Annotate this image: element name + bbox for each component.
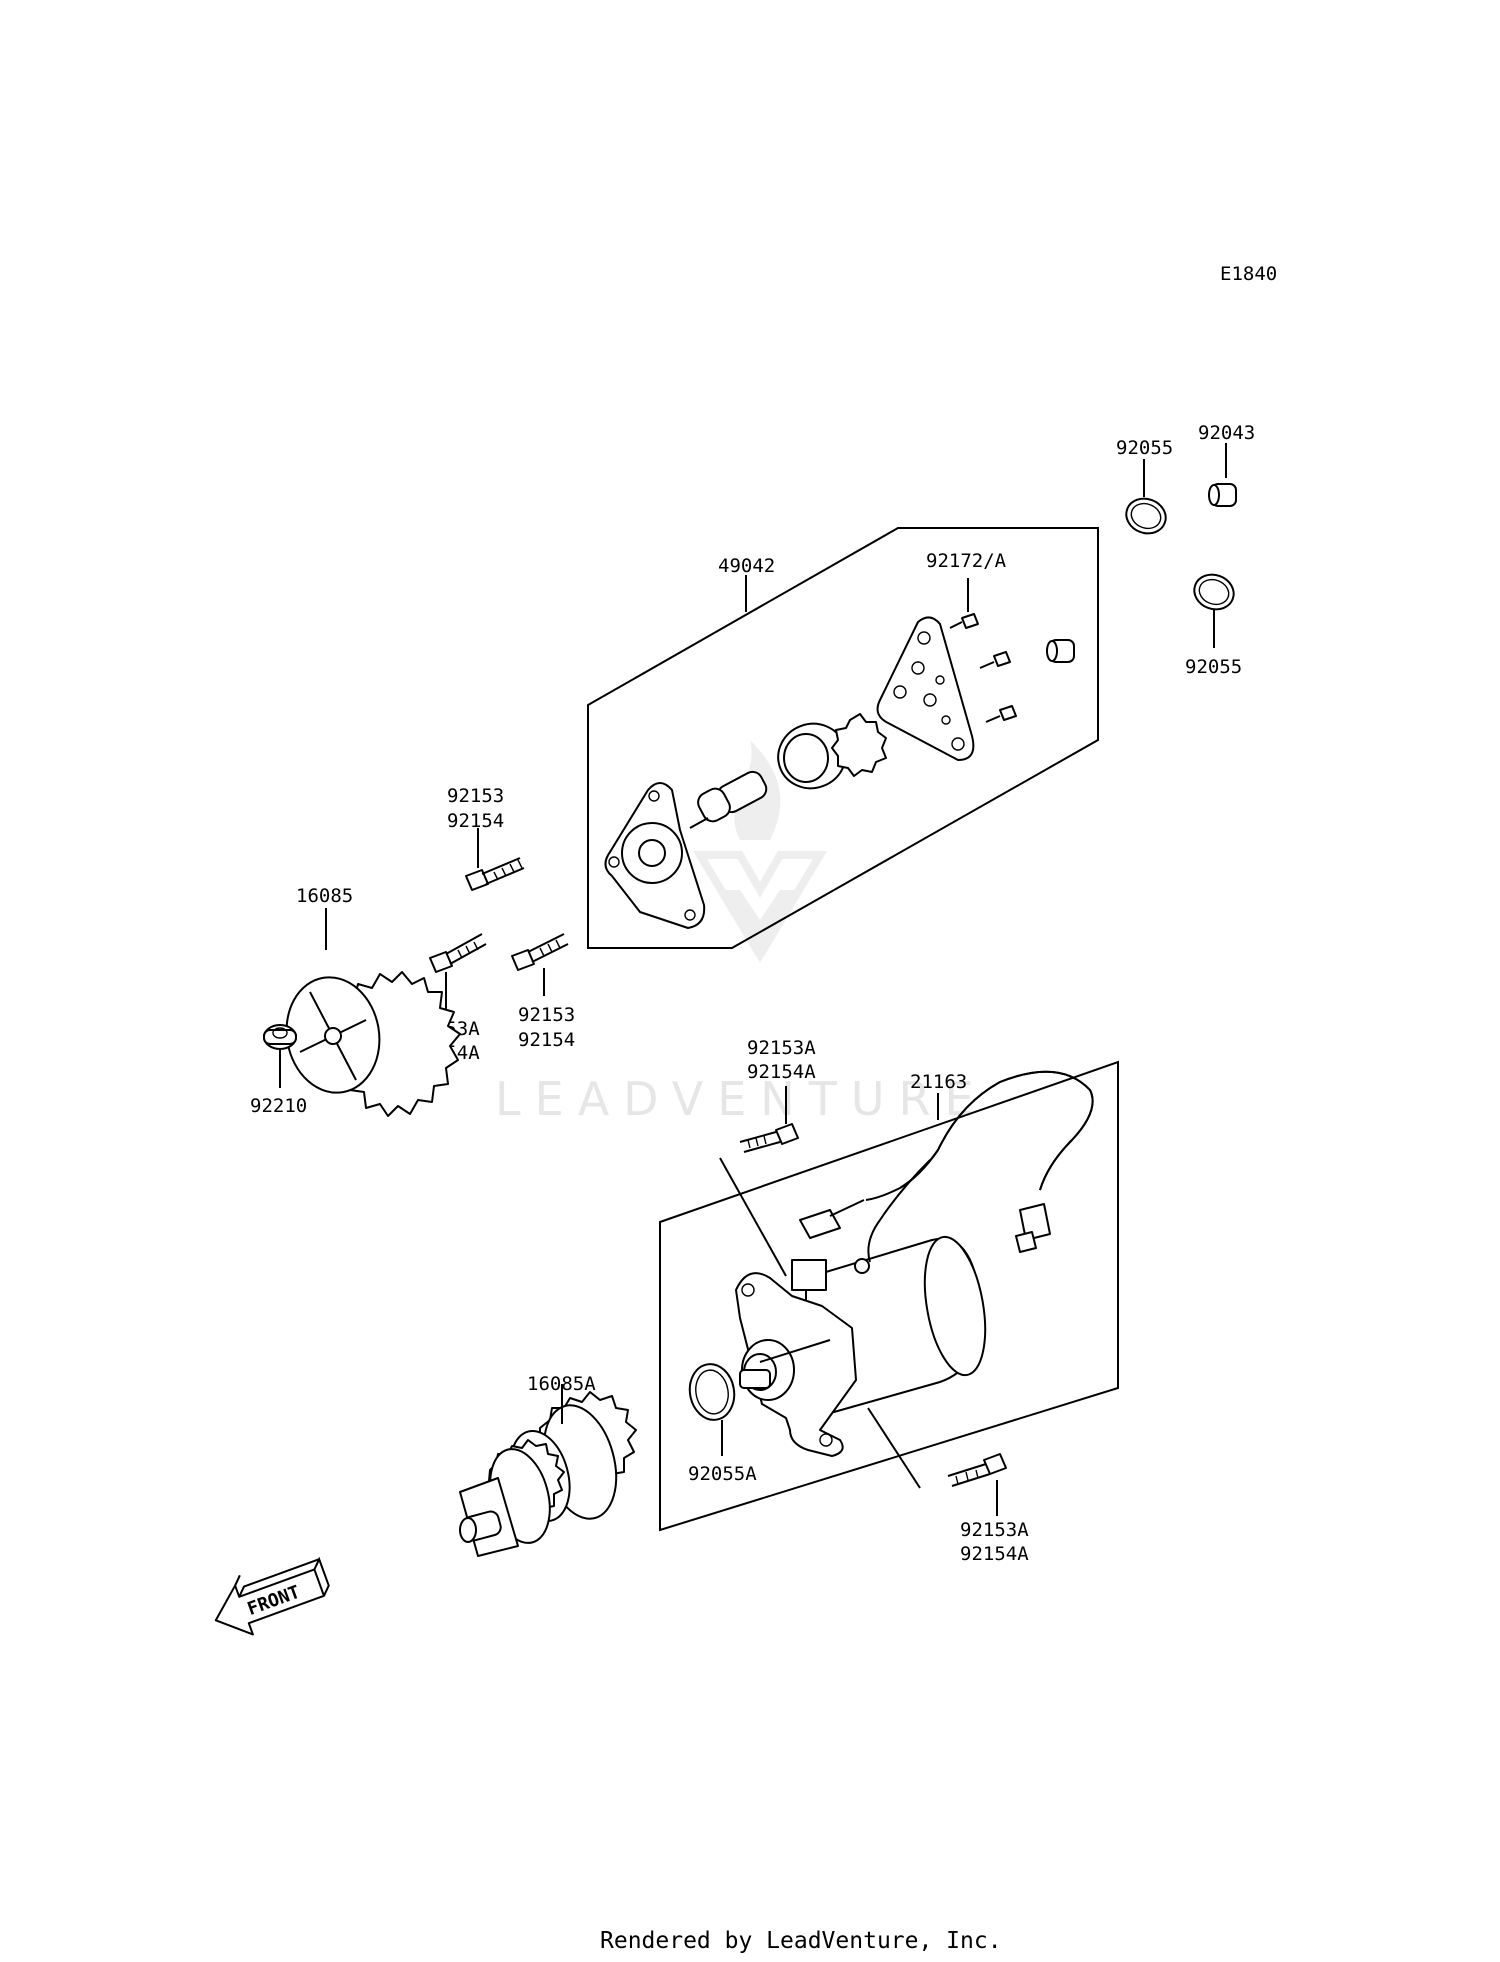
bolt-92153a-top (719, 1086, 799, 1277)
group-21163 (659, 1060, 1119, 1532)
clutch-screw-3 (985, 705, 1017, 723)
label-92154-lower: 92154 (518, 1029, 575, 1051)
bolt-92153a-left (429, 933, 487, 1010)
group-49042-box (587, 527, 1099, 949)
label-21163: 21163 (910, 1071, 967, 1093)
starter-harness (799, 1070, 1094, 1274)
clutch-screw-1 (949, 613, 979, 629)
diagram-code: E1840 (1220, 263, 1277, 285)
label-92153-lower: 92153 (518, 1004, 575, 1026)
footer-text: Rendered by LeadVenture, Inc. (600, 1928, 1002, 1954)
group-21163-box (659, 1060, 1119, 1532)
label-16085: 16085 (296, 885, 353, 907)
label-92154a-top: 92154A (747, 1061, 816, 1083)
gear-16085a (459, 1384, 637, 1557)
cap-92043 (1208, 443, 1237, 507)
label-92210: 92210 (250, 1095, 307, 1117)
label-49042: 49042 (718, 555, 775, 577)
group-49042 (587, 527, 1099, 949)
oring-92055-top (1125, 459, 1167, 535)
label-92055-mid: 92055 (1185, 656, 1242, 678)
clutch-roller-ring (777, 722, 847, 790)
nut-92210 (263, 1024, 297, 1088)
label-92154-upper: 92154 (447, 810, 504, 832)
clutch-shaft (689, 770, 768, 829)
label-92153a-bottom: 92153A (960, 1519, 1029, 1541)
label-92172-a: 92172/A (926, 550, 1007, 572)
oring-92055-mid (1193, 573, 1235, 648)
sprocket-16085 (285, 908, 461, 1117)
bolt-92153a-bottom (867, 1407, 1007, 1516)
bolt-92153-lower (511, 933, 569, 996)
label-92153a-top: 92153A (747, 1037, 816, 1059)
oring-92055a (688, 1363, 736, 1456)
label-92055a: 92055A (688, 1463, 757, 1485)
clutch-pin (1046, 639, 1075, 663)
clutch-screw-2 (979, 651, 1011, 669)
starter-motor (735, 1235, 987, 1457)
watermark-text: LEADVENTURE (495, 1072, 988, 1126)
label-16085a: 16085A (527, 1373, 596, 1395)
label-92153-upper: 92153 (447, 785, 504, 807)
bolt-92153-upper (465, 828, 525, 891)
clutch-flange (604, 782, 706, 929)
label-92043: 92043 (1198, 422, 1255, 444)
front-arrow-icon: FRONT (214, 1556, 330, 1636)
label-92055-top: 92055 (1116, 437, 1173, 459)
clutch-plate (876, 616, 975, 761)
clutch-cam (831, 713, 887, 777)
label-92154a-bottom: 92154A (960, 1543, 1029, 1565)
